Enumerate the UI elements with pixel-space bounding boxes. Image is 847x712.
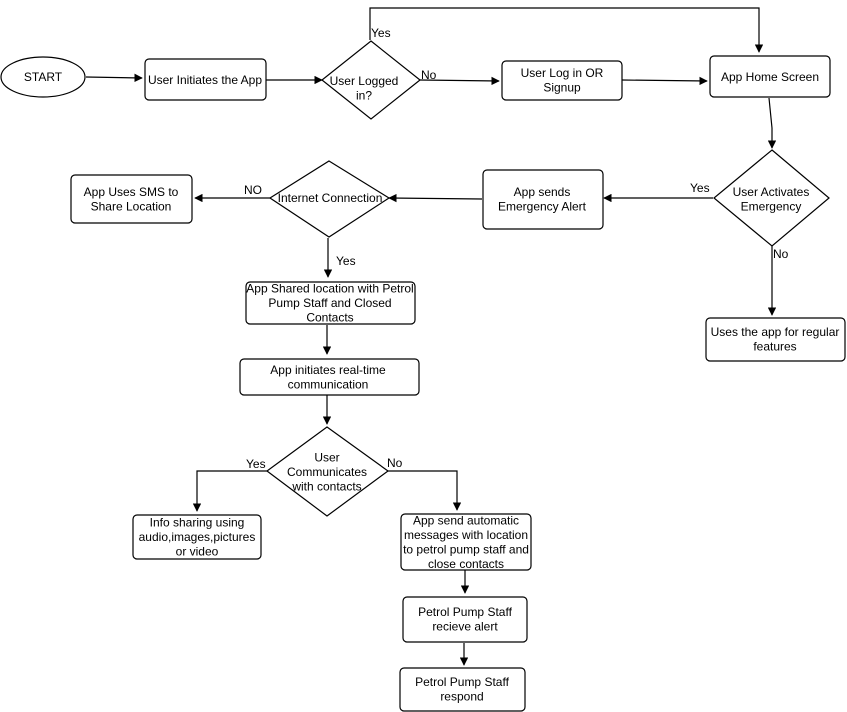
node-label-line: App sends [514, 185, 571, 199]
edge-communicates-info-yes [192, 470, 267, 512]
edge-labels: Yes No Yes No NO Yes Yes No [244, 26, 789, 471]
node-label-line: Emergency Alert [498, 199, 587, 213]
node-label-line: App Uses SMS to [84, 185, 179, 199]
node-label-line: or video [176, 545, 219, 559]
node-label-line: Communicates [287, 465, 367, 479]
node-label-line: close contacts [428, 557, 504, 571]
node-label-line: communication [288, 377, 369, 391]
node-initiate-label: User Initiates the App [148, 73, 262, 87]
node-start-label: START [24, 70, 63, 84]
node-label-line: Share Location [91, 199, 172, 213]
node-internet-label: Internet Connection [278, 191, 383, 205]
node-label-line: respond [440, 689, 483, 703]
node-label-line: App send automatic [413, 513, 519, 527]
node-label-line: User Initiates the App [148, 73, 262, 87]
edge-home-activates [767, 97, 777, 149]
node-start: START [0, 56, 86, 98]
node-label-line: with contacts [291, 480, 361, 494]
node-label-line: to petrol pump staff and [403, 542, 529, 556]
edges [85, 7, 777, 666]
node-label-line: User Activates [733, 185, 810, 199]
node-home: App Home Screen [709, 55, 831, 98]
edge-label-internet-yes: Yes [336, 254, 356, 268]
node-label-line: App Shared location with Petrol [246, 282, 413, 296]
edge-start-initiate [85, 73, 143, 83]
node-label-line: Internet Connection [278, 191, 383, 205]
node-label-line: User Log in OR [521, 66, 604, 80]
edge-label-comm-yes: Yes [246, 457, 266, 471]
edge-login-home [621, 76, 708, 86]
node-label-line: features [753, 339, 796, 353]
node-home-label: App Home Screen [721, 70, 819, 84]
edge-communicates-auto-no [387, 470, 462, 511]
edge-logged-login-no [419, 76, 500, 86]
node-label-line: Contacts [306, 311, 353, 325]
node-label-line: User [314, 451, 339, 465]
node-internet: Internet Connection [268, 160, 391, 238]
node-label-line: audio,images,pictures [139, 530, 256, 544]
edge-label-logged-yes: Yes [371, 26, 391, 40]
node-label-line: messages with location [404, 528, 528, 542]
edge-label-internet-no: NO [244, 183, 262, 197]
edge-label-comm-no: No [387, 456, 403, 470]
node-label-line: App initiates real-time [270, 363, 386, 377]
node-label-line: App Home Screen [721, 70, 819, 84]
node-label-line: Petrol Pump Staff [415, 675, 509, 689]
edge-label-activates-yes: Yes [690, 181, 710, 195]
node-label-line: Pump Staff and Closed [268, 296, 391, 310]
node-label-line: Petrol Pump Staff [418, 605, 512, 619]
node-label-line: User Logged [330, 74, 399, 88]
node-label-line: START [24, 70, 63, 84]
edge-label-logged-no: No [421, 68, 437, 82]
edge-label-activates-no: No [773, 247, 789, 261]
node-label-line: Signup [543, 80, 581, 94]
nodes: START User Initiates the App User Logged… [0, 40, 846, 712]
edge-logged-home-yes [369, 7, 764, 53]
node-label-line: Info sharing using [150, 516, 245, 530]
node-label-line: recieve alert [432, 619, 498, 633]
node-label-line: in? [356, 88, 372, 102]
edge-alert-internet [388, 193, 483, 203]
node-initiate: User Initiates the App [144, 58, 267, 101]
node-label-line: Uses the app for regular [711, 325, 840, 339]
node-label-line: Emergency [741, 199, 802, 213]
